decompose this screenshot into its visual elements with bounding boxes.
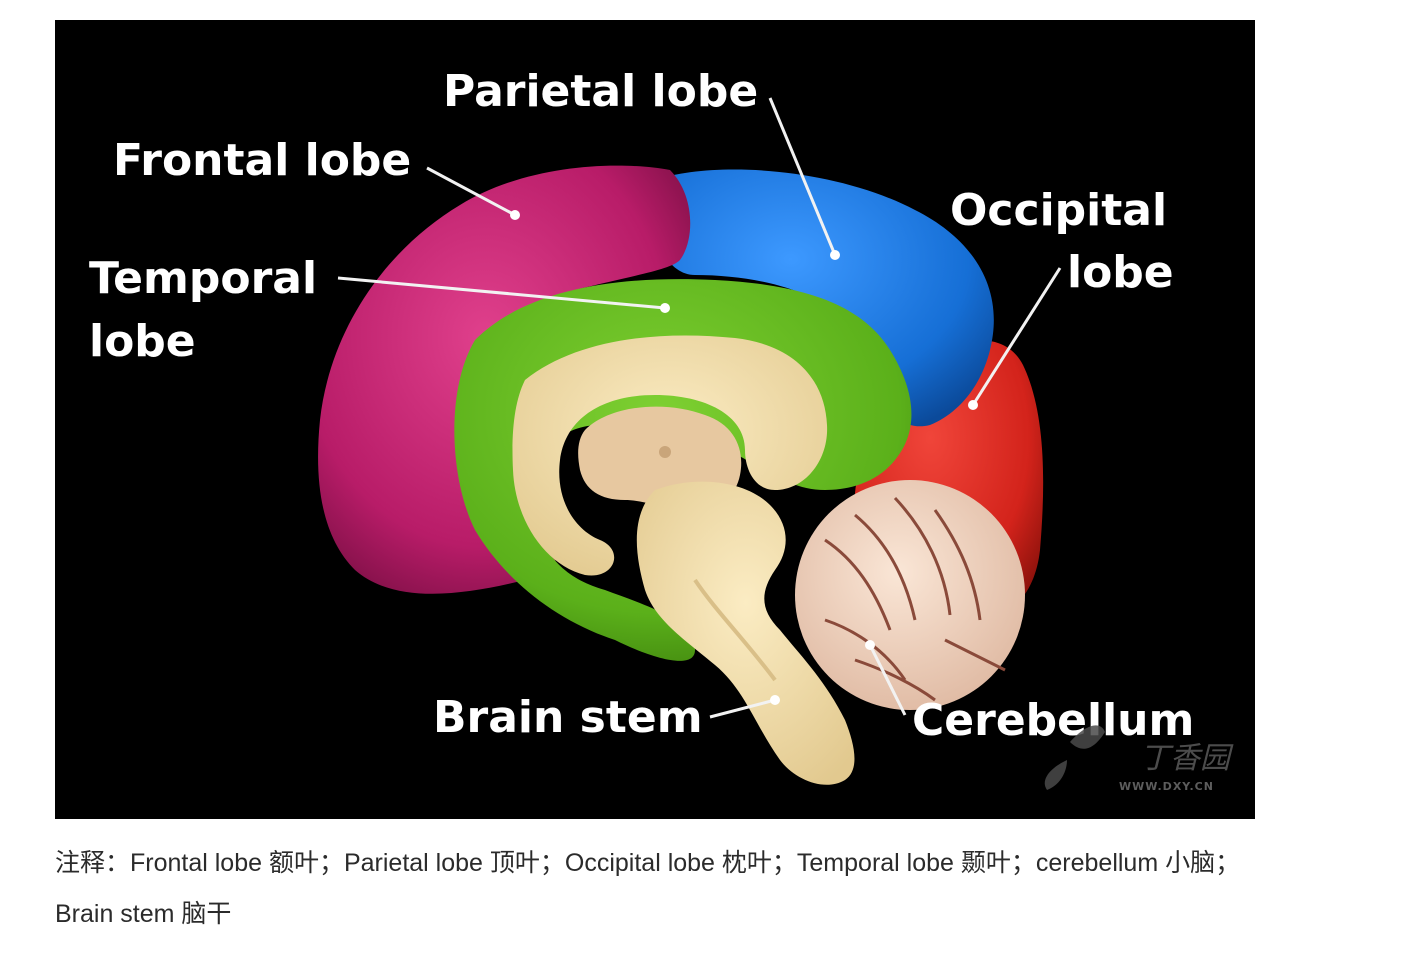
temporal-lobe-label-line2: lobe <box>89 316 196 367</box>
caption-line-2: Brain stem 脑干 <box>55 900 232 928</box>
brain-stem-leader-dot <box>770 695 780 705</box>
temporal-lobe-label-line1: Temporal <box>89 253 317 304</box>
frontal-lobe-label: Frontal lobe <box>113 135 411 186</box>
cerebellum-leader-line <box>868 644 907 716</box>
brain-stem-region <box>636 481 855 785</box>
temporal-leader-line <box>337 276 666 310</box>
brain-illustration: Parietal lobe Frontal lobe Occipital lob… <box>89 66 1234 793</box>
cerebellum-region <box>795 480 1025 710</box>
thalamus-dot <box>659 446 671 458</box>
frontal-lobe-region <box>318 165 691 594</box>
occipital-lobe-label-line2: lobe <box>1067 247 1174 298</box>
parietal-lobe-label: Parietal lobe <box>443 66 758 117</box>
brain-stem-contour <box>693 578 777 682</box>
watermark-leaf-icon <box>1070 725 1105 749</box>
cerebellum-leader-dot <box>865 640 875 650</box>
frontal-leader-line <box>426 166 516 217</box>
dxy-watermark: 丁香园 WWW.DXY.CN <box>1044 725 1234 793</box>
occipital-leader-line <box>971 267 1062 406</box>
brain-diagram: Parietal lobe Frontal lobe Occipital lob… <box>55 20 1255 819</box>
caption-line-1: 注释：Frontal lobe 额叶；Parietal lobe 顶叶；Occi… <box>55 849 1241 877</box>
brain-stem-leader-line <box>709 698 776 719</box>
figure-caption: 注释：Frontal lobe 额叶；Parietal lobe 顶叶；Occi… <box>55 838 1400 940</box>
watermark-url: WWW.DXY.CN <box>1119 780 1214 793</box>
cerebellum-label: Cerebellum <box>912 695 1194 746</box>
watermark-leaf-icon-2 <box>1044 760 1067 790</box>
occipital-lobe-label-line1: Occipital <box>950 185 1167 236</box>
frontal-leader-dot <box>510 210 520 220</box>
temporal-leader-dot <box>660 303 670 313</box>
corpus-callosum-region <box>512 335 828 576</box>
parietal-leader-dot <box>830 250 840 260</box>
watermark-brand-cn: 丁香园 <box>1140 741 1234 776</box>
occipital-leader-dot <box>968 400 978 410</box>
parietal-lobe-region <box>655 169 994 427</box>
brain-stem-label: Brain stem <box>433 692 703 743</box>
parietal-leader-line <box>768 97 837 256</box>
